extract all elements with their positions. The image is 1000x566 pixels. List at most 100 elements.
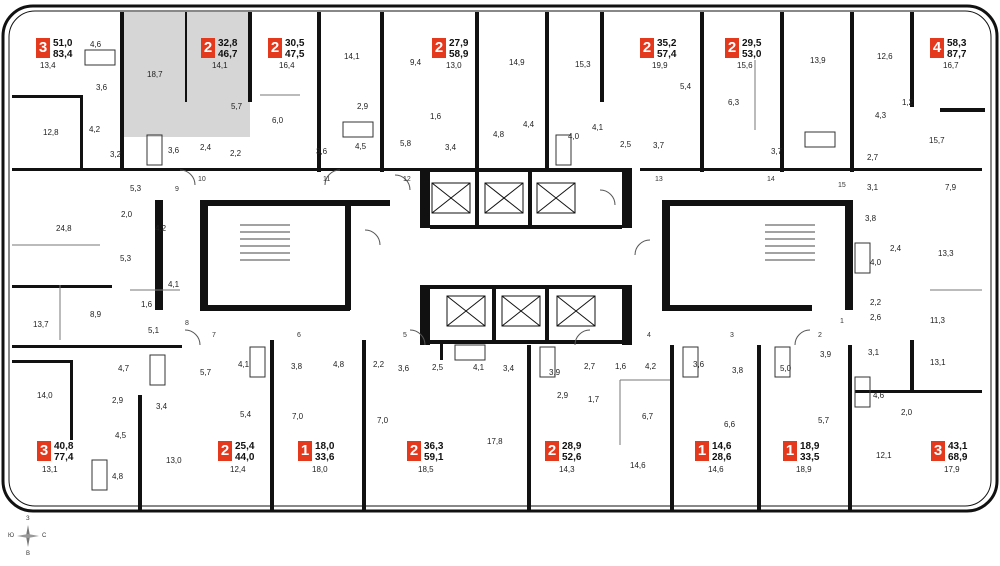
room-area: 2,2 (373, 360, 385, 369)
entry-number: 9 (175, 186, 179, 193)
total-area: 40,8 (54, 441, 74, 452)
room-area: 14,1 (344, 52, 360, 61)
room-area: 4,8 (112, 472, 124, 481)
total-area: 27,9 (449, 38, 469, 49)
apartment-kitchen-area: 14,3 (559, 465, 575, 474)
room-area: 3,4 (503, 364, 515, 373)
living-area: 87,7 (947, 49, 967, 60)
living-area: 33,5 (800, 452, 820, 463)
apartment-kitchen-area: 16,4 (279, 61, 295, 70)
room-count-badge: 2 (432, 38, 446, 58)
apartment-kitchen-area: 16,7 (943, 61, 959, 70)
room-area: 12,6 (877, 52, 893, 61)
building-outline (1, 4, 999, 513)
room-area: 2,9 (557, 391, 569, 400)
room-count-badge: 2 (407, 441, 421, 461)
room-count-badge: 1 (298, 441, 312, 461)
compass-south: В (26, 551, 31, 557)
room-area: 5,7 (231, 102, 243, 111)
entry-number: 15 (838, 182, 846, 189)
room-area: 2,9 (357, 102, 369, 111)
entry-number: 4 (647, 332, 651, 339)
room-area: 5,3 (120, 254, 132, 263)
compass-west: Ю (8, 533, 15, 539)
living-area: 46,7 (218, 49, 238, 60)
stair-treads (240, 224, 815, 261)
entry-number: 14 (767, 176, 775, 183)
room-area: 3,7 (771, 147, 783, 156)
total-area: 28,9 (562, 441, 582, 452)
compass-north: З (26, 516, 30, 522)
total-area: 25,4 (235, 441, 255, 452)
room-area: 2,2 (870, 298, 882, 307)
room-area: 4,5 (115, 431, 127, 440)
entry-number: 5 (403, 332, 407, 339)
room-area: 3,9 (820, 350, 832, 359)
room-count-badge: 2 (545, 441, 559, 461)
room-area: 7,0 (292, 412, 304, 421)
total-area: 30,5 (285, 38, 305, 49)
total-area: 35,2 (657, 38, 677, 49)
living-area: 52,6 (562, 452, 582, 463)
room-area: 4,5 (355, 142, 367, 151)
compass-rose-icon (17, 525, 39, 547)
room-area: 4,4 (523, 120, 535, 129)
entry-number: 8 (185, 320, 189, 327)
room-area: 3,8 (291, 362, 303, 371)
room-area: 4,1 (238, 360, 250, 369)
room-count-badge: 2 (268, 38, 282, 58)
room-count-badge: 3 (931, 441, 945, 461)
room-area: 5,0 (780, 364, 792, 373)
room-area: 4,2 (645, 362, 657, 371)
room-area: 4,3 (875, 111, 887, 120)
room-area: 3,6 (693, 360, 705, 369)
room-area: 2,0 (121, 210, 133, 219)
living-area: 58,9 (449, 49, 469, 60)
living-area: 83,4 (53, 49, 73, 60)
room-area: 3,9 (549, 368, 561, 377)
room-area: 4,2 (89, 125, 101, 134)
apartment-kitchen-area: 12,4 (230, 465, 246, 474)
room-area: 13,9 (810, 56, 826, 65)
living-area: 57,4 (657, 49, 677, 60)
room-area: 4,0 (568, 132, 580, 141)
apartment-kitchen-area: 18,9 (796, 465, 812, 474)
apartment-kitchen-area: 17,9 (944, 465, 960, 474)
room-area: 6,3 (728, 98, 740, 107)
room-area: 2,4 (890, 244, 902, 253)
room-area: 2,5 (432, 363, 444, 372)
living-area: 53,0 (742, 49, 762, 60)
room-area: 14,0 (37, 391, 53, 400)
room-area: 5,7 (200, 368, 212, 377)
room-count-badge: 1 (783, 441, 797, 461)
room-area: 2,6 (870, 313, 882, 322)
entry-number: 13 (655, 176, 663, 183)
room-area: 5,8 (400, 139, 412, 148)
total-area: 58,3 (947, 38, 967, 49)
entry-number: 6 (297, 332, 301, 339)
room-area: 3,8 (865, 214, 877, 223)
apartment-kitchen-area: 13,4 (40, 61, 56, 70)
apartment-kitchen-area: 18,5 (418, 465, 434, 474)
apartment-kitchen-area: 13,1 (42, 465, 58, 474)
room-count-badge: 3 (36, 38, 50, 58)
total-area: 18,9 (800, 441, 820, 452)
entry-number: 10 (198, 176, 206, 183)
room-area: 6,7 (642, 412, 654, 421)
room-area: 1,6 (430, 112, 442, 121)
